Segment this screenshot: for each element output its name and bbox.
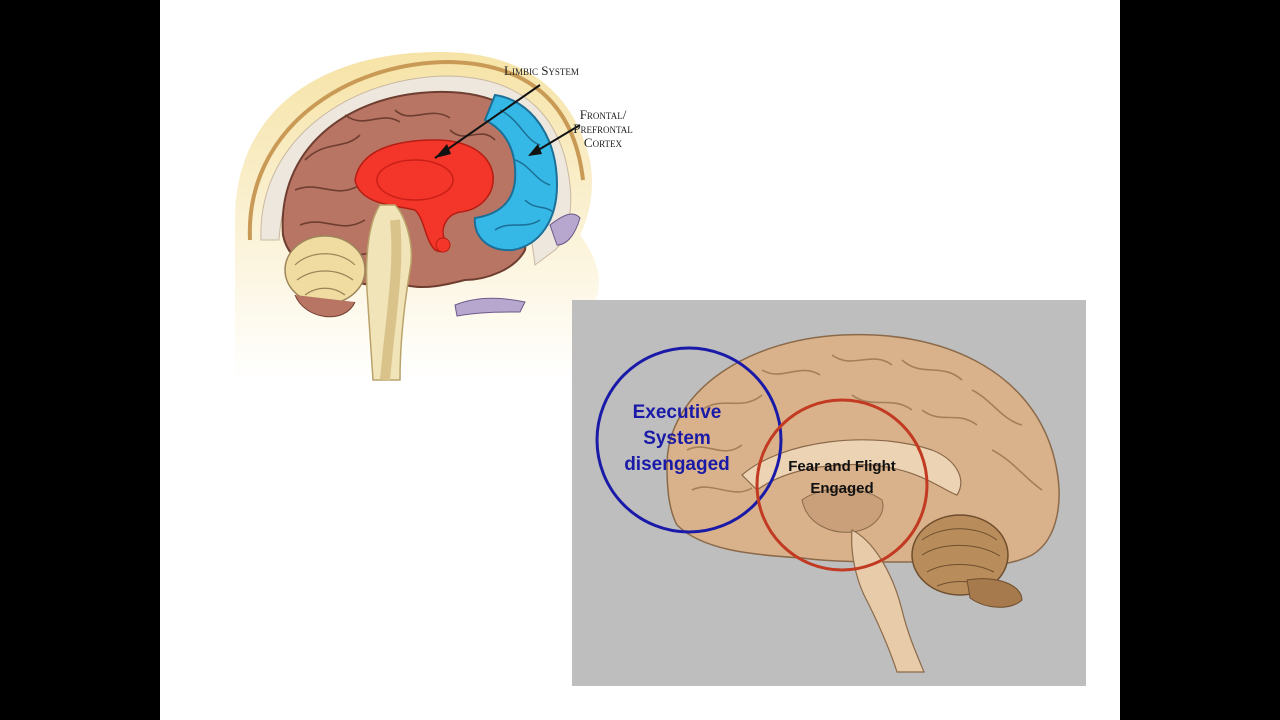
limbic-system-label: Limbic System — [504, 63, 579, 78]
limbic-system — [354, 139, 494, 253]
palate-shape — [454, 297, 526, 317]
cerebellum-lower-lobe — [966, 578, 1023, 608]
cerebellum-folds — [294, 253, 356, 296]
executive-label-line2: System — [643, 428, 711, 449]
limbic-arrow — [434, 84, 541, 159]
head-cross-section-svg — [235, 51, 600, 381]
amygdala — [435, 237, 451, 253]
limbic-arrowhead — [435, 144, 451, 158]
frontal-cortex — [473, 93, 559, 252]
head-cross-section-illustration — [195, 40, 695, 390]
frontal-arrowhead — [528, 144, 542, 156]
executive-label-line3: disengaged — [624, 454, 730, 475]
cerebellum-folds — [921, 528, 1001, 587]
fear-label-line1: Fear and Flight — [788, 458, 896, 475]
fear-flight-label: Fear and Flight Engaged — [762, 456, 922, 500]
frontal-cortex-label: Frontal/ Prefrontal Cortex — [553, 108, 653, 150]
fear-label-line2: Engaged — [810, 480, 874, 497]
fear-flight-circle — [755, 398, 929, 572]
frontal-label-line2: Prefrontal — [573, 121, 633, 136]
limbic-inner-curve — [376, 159, 454, 201]
frontal-folds — [494, 109, 554, 231]
executive-label-line1: Executive — [632, 402, 722, 423]
slide: Limbic System Frontal/ Prefrontal Cortex — [160, 0, 1120, 720]
sagittal-brain-figure: Executive System disengaged Fear and Fli… — [572, 300, 1086, 686]
frontal-label-line3: Cortex — [583, 135, 623, 150]
cerebellum — [911, 514, 1009, 596]
brain-gyri — [686, 354, 1043, 493]
frontal-label-line1: Frontal/ — [579, 107, 627, 122]
sinus-shape — [549, 213, 581, 246]
cerebellum-base — [294, 294, 356, 318]
sagittal-brain-svg — [595, 333, 1060, 673]
thalamus — [801, 488, 884, 533]
corpus-callosum — [741, 439, 962, 496]
executive-system-label: Executive System disengaged — [602, 400, 752, 478]
executive-system-circle — [595, 346, 783, 534]
cerebellum — [284, 235, 366, 305]
spinal-cord — [380, 219, 402, 381]
skull-outline — [247, 59, 585, 241]
